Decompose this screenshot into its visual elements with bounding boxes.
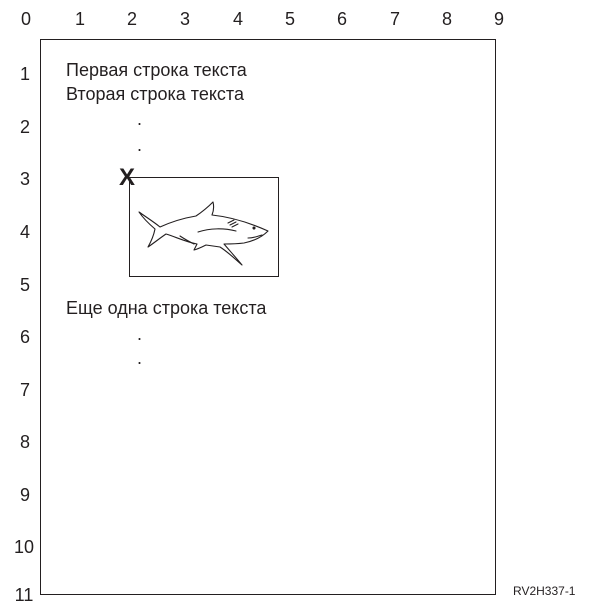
text-line-first: Первая строка текста xyxy=(66,60,247,80)
ruler-h-6: 6 xyxy=(336,9,347,29)
ruler-h-2: 2 xyxy=(126,9,137,29)
ruler-h-4: 4 xyxy=(232,9,243,29)
ruler-h-9: 9 xyxy=(493,9,504,29)
ellipsis-dot: . xyxy=(137,324,143,344)
text-line-another: Еще одна строка текста xyxy=(66,298,267,318)
page-frame xyxy=(40,39,496,595)
ruler-h-3: 3 xyxy=(179,9,190,29)
ruler-v-3: 3 xyxy=(19,169,30,189)
ruler-v-11: 11 xyxy=(14,585,34,605)
ruler-h-7: 7 xyxy=(389,9,400,29)
ruler-h-8: 8 xyxy=(441,9,452,29)
ruler-v-6: 6 xyxy=(19,327,30,347)
text-line-second: Вторая строка текста xyxy=(66,84,244,104)
ruler-h-1: 1 xyxy=(74,9,85,29)
ruler-v-4: 4 xyxy=(19,222,30,242)
ruler-v-8: 8 xyxy=(19,432,30,452)
position-marker: X xyxy=(119,164,136,191)
ruler-v-2: 2 xyxy=(19,117,30,137)
ruler-v-7: 7 xyxy=(19,380,30,400)
ruler-v-5: 5 xyxy=(19,275,30,295)
ellipsis-dot: . xyxy=(137,109,143,129)
ruler-h-5: 5 xyxy=(284,9,295,29)
figure-id: RV2H337-1 xyxy=(513,584,576,598)
shark-icon xyxy=(138,201,269,266)
ruler-v-10: 10 xyxy=(13,537,35,557)
ruler-h-0: 0 xyxy=(20,9,31,29)
ruler-v-9: 9 xyxy=(19,485,30,505)
ellipsis-dot: . xyxy=(137,135,143,155)
ellipsis-dot: . xyxy=(137,348,143,368)
image-placeholder-box xyxy=(129,177,279,277)
ruler-v-1: 1 xyxy=(19,64,30,84)
